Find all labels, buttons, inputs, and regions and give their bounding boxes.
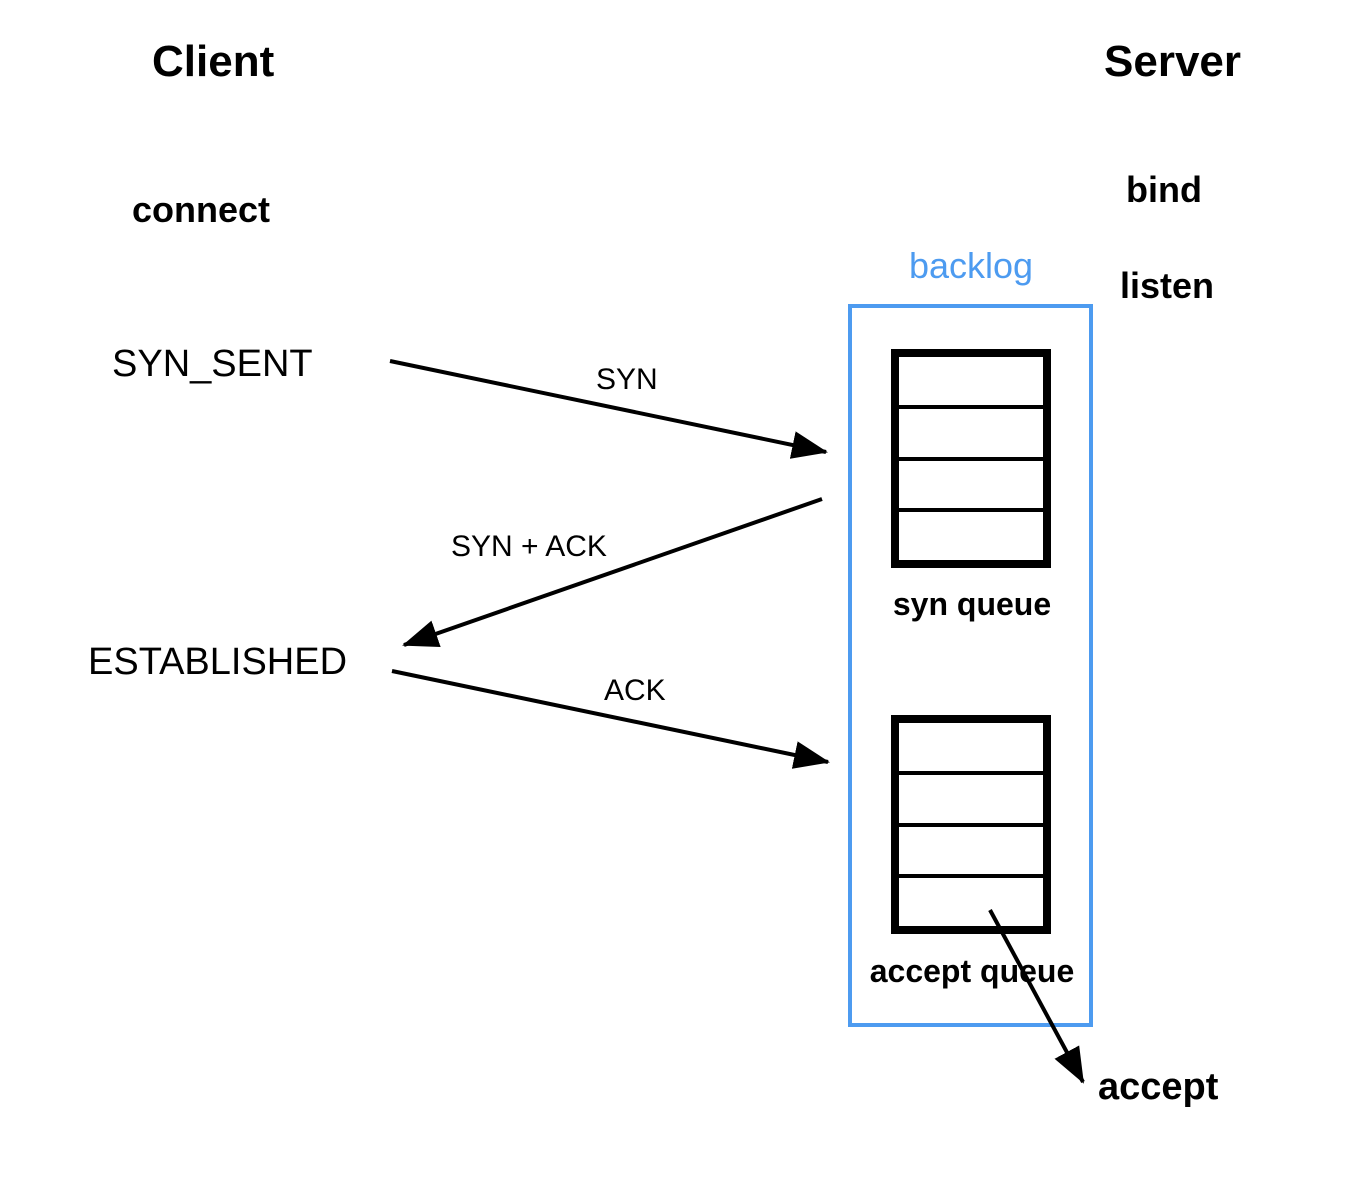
accept-queue-box	[891, 715, 1051, 934]
client-state-syn-sent: SYN_SENT	[112, 343, 313, 385]
listen-syscall-label: listen	[1120, 265, 1215, 306]
syn-queue-cell	[899, 408, 1043, 461]
backlog-label: backlog	[908, 245, 1034, 286]
client-heading: Client	[152, 37, 275, 86]
syn-queue-cell	[899, 357, 1043, 409]
backlog-container	[848, 304, 1093, 1027]
connect-syscall-label: connect	[132, 189, 271, 230]
client-state-established: ESTABLISHED	[88, 641, 348, 683]
server-heading: Server	[1104, 37, 1242, 86]
message-label-syn: SYN	[596, 363, 658, 396]
bind-syscall-label: bind	[1126, 169, 1202, 210]
accept-queue-cell	[899, 774, 1043, 827]
syn-queue-caption: syn queue	[892, 586, 1052, 622]
accept-queue-caption: accept queue	[869, 953, 1075, 989]
accept-syscall-label: accept	[1098, 1066, 1219, 1108]
message-label-syn-ack: SYN + ACK	[451, 530, 607, 563]
accept-queue-cell	[899, 878, 1043, 926]
message-label-ack: ACK	[604, 674, 666, 707]
arrow-syn-ack	[402, 497, 823, 648]
syn-queue-box	[891, 349, 1051, 568]
syn-queue-cell	[899, 460, 1043, 513]
accept-queue-cell	[899, 826, 1043, 879]
syn-queue-cell	[899, 512, 1043, 560]
accept-queue-cell	[899, 723, 1043, 775]
